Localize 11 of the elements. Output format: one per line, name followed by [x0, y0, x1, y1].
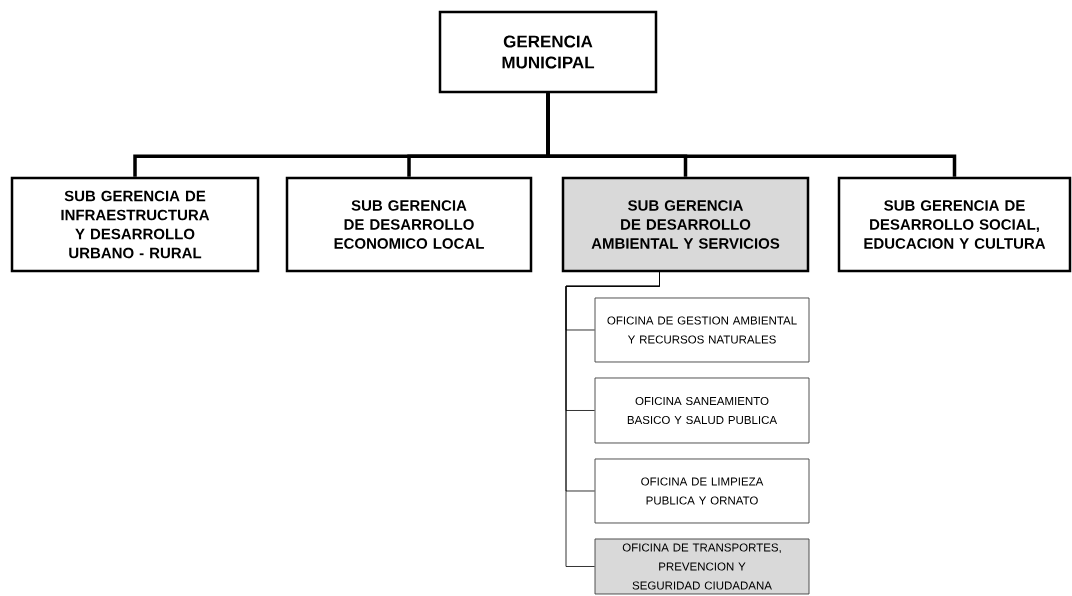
- department-box: SUB GERENCIA DE DESARROLLO ECONOMICO LOCAL: [285, 176, 533, 273]
- connector-line: [546, 93, 957, 177]
- department-box: SUB GERENCIA DE INFRAESTRUCTURA Y DESARROLLO URBANO - RURAL: [10, 176, 260, 273]
- department-box: SUB GERENCIA DE DESARROLLO AMBIENTAL Y SERVICIOS: [561, 176, 810, 273]
- department-box: SUB GERENCIA DE DESARROLLO SOCIAL, EDUCACION Y CULTURA: [837, 176, 1072, 273]
- connector-line: [565, 271, 660, 567]
- office-box: OFICINA DE GESTION AMBIENTAL Y RECURSOS NATURALES: [594, 297, 810, 363]
- office-box: OFICINA SANEAMIENTO BASICO Y SALUD PUBLICA: [594, 377, 810, 444]
- management-box: GERENCIA MUNICIPAL: [438, 10, 658, 94]
- office-box: OFICINA DE TRANSPORTES, PREVENCION Y SEGURIDAD CIUDADANA: [594, 538, 810, 595]
- office-box: OFICINA DE LIMPIEZA PUBLICA Y ORNATO: [594, 458, 810, 524]
